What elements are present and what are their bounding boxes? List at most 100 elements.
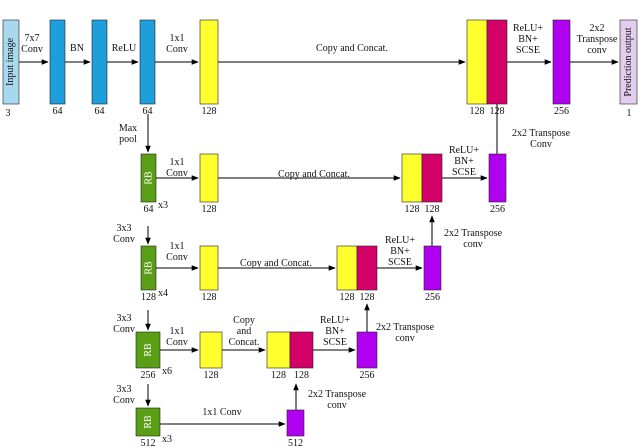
bn-block bbox=[91, 19, 108, 105]
bn-text-line-0: BN bbox=[70, 43, 84, 54]
rb4-block bbox=[135, 407, 161, 437]
rb1-block-repeat: x3 bbox=[158, 200, 168, 211]
copy3-text-line-0: Copy bbox=[233, 315, 255, 326]
input-image-label: Input image bbox=[5, 37, 16, 86]
transpose3-text-line-1: conv bbox=[327, 400, 346, 411]
concat-block-3-magenta-channels: 128 bbox=[294, 370, 309, 381]
upconv-block-3 bbox=[356, 331, 378, 369]
onebyone3-text-line-0: 1x1 bbox=[170, 326, 185, 337]
transpose2-text-line-1: conv bbox=[395, 333, 414, 344]
maxpool-text-line-1: pool bbox=[119, 134, 137, 145]
concat-block-1-yellow-channels: 128 bbox=[405, 204, 420, 215]
rb3-block-channels: 256 bbox=[141, 370, 156, 381]
transpose2-text-line-0: 2x2 Transpose bbox=[376, 322, 435, 333]
blocks bbox=[2, 19, 638, 437]
relubnscse1-text-line-0: ReLU+ bbox=[449, 145, 479, 156]
rb4-block-channels: 512 bbox=[141, 438, 156, 447]
rb1-block-label: RB bbox=[144, 171, 155, 185]
relubnscse0-text-line-0: ReLU+ bbox=[513, 23, 543, 34]
conv1x1-block-3-channels: 128 bbox=[204, 370, 219, 381]
concat-block-3-magenta bbox=[289, 331, 314, 369]
copy0-text-line-0: Copy and Concat. bbox=[316, 43, 388, 54]
relu-block bbox=[139, 19, 156, 105]
rb4-block-repeat: x3 bbox=[162, 434, 172, 445]
onebyone3-text-line-1: Conv bbox=[166, 337, 188, 348]
edges bbox=[19, 59, 619, 427]
conv3-3-text-line-1: Conv bbox=[113, 324, 135, 335]
rb1-block bbox=[140, 153, 157, 203]
transpose-out-text-line-2: conv bbox=[587, 45, 606, 56]
copy2-text-line-0: Copy and Concat. bbox=[240, 258, 312, 269]
transpose0-text-line-1: Conv bbox=[530, 139, 552, 150]
conv7-block-channels: 64 bbox=[53, 106, 63, 117]
conv1x1-block-3 bbox=[199, 331, 223, 369]
conv3-4-text-line-1: Conv bbox=[113, 395, 135, 406]
rb1-block-channels: 64 bbox=[144, 204, 154, 215]
concat-block-3-yellow bbox=[266, 331, 291, 369]
upconv-block-3-channels: 256 bbox=[360, 370, 375, 381]
upconv-block-2-channels: 256 bbox=[425, 292, 440, 303]
concat-block-2-yellow-channels: 128 bbox=[340, 292, 355, 303]
concat-block-3-yellow-channels: 128 bbox=[271, 370, 286, 381]
maxpool-text-line-0: Max bbox=[119, 123, 137, 134]
transpose-out-text-line-0: 2x2 bbox=[590, 23, 605, 34]
output-channels: 1 bbox=[627, 108, 632, 119]
onebyone1-text-line-1: Conv bbox=[166, 168, 188, 179]
relubnscse2-text-line-2: SCSE bbox=[388, 257, 412, 268]
copy1-text-line-0: Copy and Concat. bbox=[278, 169, 350, 180]
concat-block-2-yellow bbox=[336, 245, 358, 291]
concat-block-0-yellow bbox=[466, 19, 488, 105]
relubnscse2-text-line-0: ReLU+ bbox=[385, 235, 415, 246]
upconv-block-0-channels: 256 bbox=[554, 106, 569, 117]
concat-block-0-yellow-channels: 128 bbox=[470, 106, 485, 117]
upconv-block-0 bbox=[552, 19, 571, 105]
concat-block-0-magenta bbox=[486, 19, 508, 105]
copy3-text-line-2: Concat. bbox=[229, 337, 260, 348]
transpose0-text-line-0: 2x2 Transpose bbox=[512, 128, 571, 139]
relubnscse3-text-line-1: BN+ bbox=[325, 326, 345, 337]
onebyone0-text-line-1: Conv bbox=[166, 44, 188, 55]
transpose1-text-line-0: 2x2 Transpose bbox=[444, 228, 503, 239]
rb3-block bbox=[135, 331, 161, 369]
conv1x1-block-0-channels: 128 bbox=[202, 106, 217, 117]
relubnscse1-text-line-2: SCSE bbox=[452, 167, 476, 178]
conv1x1-block-2 bbox=[199, 245, 219, 291]
upconv-block-1 bbox=[488, 153, 507, 203]
rb2-block-label: RB bbox=[144, 261, 155, 275]
conv3-2-text-line-0: 3x3 bbox=[117, 223, 132, 234]
rb3-block-repeat: x6 bbox=[162, 366, 172, 377]
relu-block-channels: 64 bbox=[143, 106, 153, 117]
conv3-3-text-line-0: 3x3 bbox=[117, 313, 132, 324]
concat-block-2-magenta-channels: 128 bbox=[360, 292, 375, 303]
upconv-block-1-channels: 256 bbox=[490, 204, 505, 215]
conv1x1-block-2-channels: 128 bbox=[202, 292, 217, 303]
output-box bbox=[619, 19, 638, 105]
relu-text-line-0: ReLU bbox=[112, 43, 137, 54]
bn-block-channels: 64 bbox=[95, 106, 105, 117]
onebyone1-text-line-0: 1x1 bbox=[170, 157, 185, 168]
conv3-2-text-line-1: Conv bbox=[113, 234, 135, 245]
onebyone0-text-line-0: 1x1 bbox=[170, 33, 185, 44]
upconv-block-bottom bbox=[286, 409, 305, 437]
conv7-text-line-0: 7x7 bbox=[25, 33, 40, 44]
relubnscse2-text-line-1: BN+ bbox=[390, 246, 410, 257]
concat-block-0-magenta-channels: 128 bbox=[490, 106, 505, 117]
transpose1-text-line-1: conv bbox=[463, 239, 482, 250]
concat-block-1-magenta bbox=[421, 153, 443, 203]
conv7-block bbox=[49, 19, 66, 105]
onebyone2-text-line-1: Conv bbox=[166, 252, 188, 263]
relubnscse3-text-line-2: SCSE bbox=[323, 337, 347, 348]
onebyone2-text-line-0: 1x1 bbox=[170, 241, 185, 252]
concat-block-1-yellow bbox=[401, 153, 423, 203]
rb3-block-label: RB bbox=[143, 343, 154, 357]
transpose-out-text-line-1: Transpose bbox=[577, 34, 618, 45]
transpose3-text-line-0: 2x2 Transpose bbox=[308, 389, 367, 400]
relubnscse3-text-line-0: ReLU+ bbox=[320, 315, 350, 326]
concat-block-2-magenta bbox=[356, 245, 378, 291]
conv7-text-line-1: Conv bbox=[21, 44, 43, 55]
rb2-block bbox=[140, 245, 157, 291]
onebyone4-text-line-0: 1x1 Conv bbox=[202, 407, 241, 418]
conv1x1-block-1 bbox=[199, 153, 219, 203]
